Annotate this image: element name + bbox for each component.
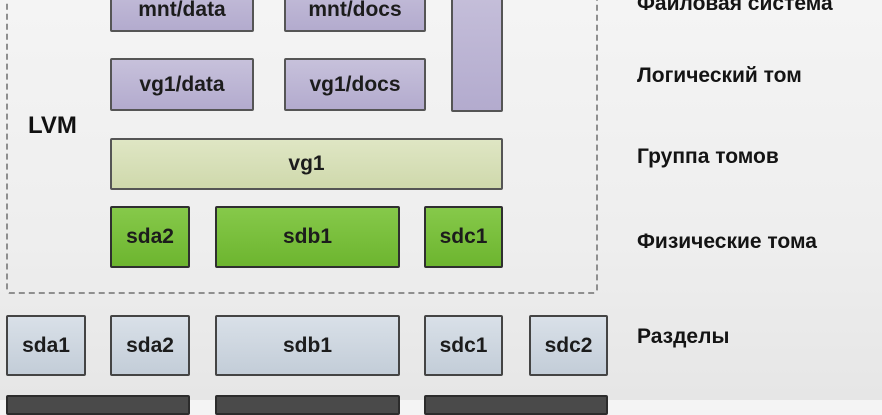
label-partitions: Разделы [637, 325, 730, 348]
disk-block-3 [424, 395, 608, 415]
physical-volume-sdc1: sdc1 [424, 206, 503, 268]
logical-volume-vg1-data: vg1/data [110, 58, 254, 111]
filesystem-tall-volume [451, 0, 503, 112]
label-volume-group: Группа томов [637, 145, 779, 168]
disk-block-1 [6, 395, 190, 415]
partition-sdc2: sdc2 [529, 315, 608, 376]
physical-volume-sda2: sda2 [110, 206, 190, 268]
partition-sda2: sda2 [110, 315, 190, 376]
logical-volume-vg1-docs: vg1/docs [284, 58, 426, 111]
partition-sdb1: sdb1 [215, 315, 400, 376]
physical-volume-sdb1: sdb1 [215, 206, 400, 268]
volume-group-vg1: vg1 [110, 138, 503, 190]
partition-sda1: sda1 [6, 315, 86, 376]
filesystem-mnt-data: mnt/data [110, 0, 254, 32]
partition-sdc1: sdc1 [424, 315, 503, 376]
lvm-title: LVM [28, 112, 77, 139]
label-filesystem: Файловая система [637, 0, 833, 15]
disk-block-2 [215, 395, 400, 415]
label-physical-volumes: Физические тома [637, 230, 817, 253]
lvm-boundary [6, 0, 598, 294]
filesystem-mnt-docs: mnt/docs [284, 0, 426, 32]
label-logical-volume: Логический том [637, 64, 802, 87]
